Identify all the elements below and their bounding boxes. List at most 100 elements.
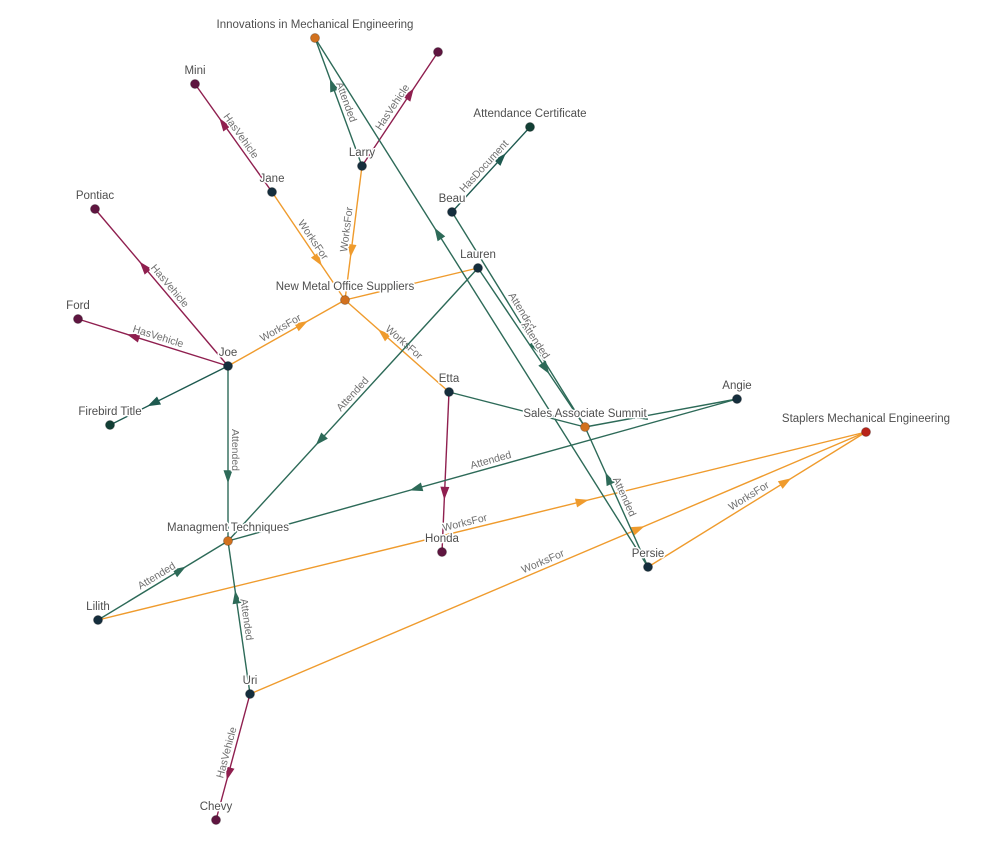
- node-lilith[interactable]: [93, 615, 103, 625]
- node-attendance-certificate[interactable]: [525, 122, 535, 132]
- edge-larry-innovations[interactable]: [314, 37, 363, 167]
- edge-arrow: [630, 526, 645, 536]
- edge-label-attended: Attended: [237, 598, 255, 641]
- edge-uri-chevy[interactable]: [215, 693, 251, 821]
- node-persie[interactable]: [643, 562, 653, 572]
- edge-arrow: [538, 360, 550, 374]
- node-summit[interactable]: [580, 422, 590, 432]
- node-mt[interactable]: [223, 536, 233, 546]
- edge-arrow: [147, 396, 162, 407]
- node-honda[interactable]: [437, 547, 447, 557]
- edge-arrow: [294, 320, 308, 332]
- edge-uri-staplers[interactable]: [249, 431, 867, 695]
- edge-larry-nmos[interactable]: [344, 165, 363, 301]
- edge-arrow: [528, 339, 540, 354]
- edge-arrow: [139, 261, 152, 275]
- node-jane[interactable]: [267, 187, 277, 197]
- node-label-lauren: Lauren: [460, 249, 496, 261]
- edge-arrow: [493, 153, 506, 166]
- node-label-honda: Honda: [425, 533, 459, 545]
- edge-joe-nmos[interactable]: [227, 299, 346, 367]
- node-label-persie: Persie: [632, 548, 665, 560]
- edge-arrow: [409, 482, 424, 492]
- edge-arrow: [315, 432, 328, 446]
- node-label-chevy: Chevy: [200, 801, 233, 813]
- node-label-nmos: New Metal Office Suppliers: [276, 281, 415, 293]
- node-label-jane: Jane: [260, 173, 285, 185]
- node-layer: Innovations in Mechanical EngineeringMin…: [65, 18, 952, 825]
- edge-arrow: [310, 252, 322, 266]
- edge-arrow: [329, 78, 339, 93]
- node-label-summit: Sales Associate Summit: [523, 408, 647, 420]
- node-ford[interactable]: [73, 314, 83, 324]
- edge-label-attended: Attended: [334, 375, 371, 414]
- node-larry-vehicle[interactable]: [433, 47, 443, 57]
- edge-arrow: [347, 243, 357, 258]
- edge-joe-pontiac[interactable]: [94, 208, 229, 367]
- node-label-pontiac: Pontiac: [76, 190, 115, 202]
- edge-joe-firebird-title[interactable]: [109, 365, 229, 426]
- node-etta[interactable]: [444, 387, 454, 397]
- node-label-innovations: Innovations in Mechanical Engineering: [217, 19, 414, 31]
- edge-angie-summit[interactable]: [584, 398, 738, 428]
- edge-arrow: [387, 282, 402, 292]
- edge-angie-mt[interactable]: [227, 398, 738, 542]
- edge-arrow: [440, 486, 450, 500]
- node-joe[interactable]: [223, 361, 233, 371]
- edge-larry-larry-vehicle[interactable]: [361, 51, 439, 167]
- edge-lauren-summit[interactable]: [477, 267, 586, 428]
- edge-uri-mt[interactable]: [227, 540, 251, 695]
- edge-jane-mini[interactable]: [194, 83, 273, 193]
- node-label-beau: Beau: [439, 193, 466, 205]
- node-nmos[interactable]: [340, 295, 350, 305]
- node-label-firebird-title: Firebird Title: [78, 406, 141, 418]
- edge-etta-nmos[interactable]: [344, 299, 450, 393]
- node-label-ford: Ford: [66, 300, 90, 312]
- edge-label-worksfor: WorksFor: [727, 479, 772, 513]
- node-beau[interactable]: [447, 207, 457, 217]
- edge-etta-summit[interactable]: [448, 391, 586, 428]
- edge-arrow: [605, 472, 615, 487]
- node-label-mini: Mini: [184, 65, 205, 77]
- edge-label-worksfor: WorksFor: [383, 323, 425, 362]
- node-firebird-title[interactable]: [105, 420, 115, 430]
- edge-persie-summit[interactable]: [584, 426, 649, 568]
- edge-arrow: [527, 408, 542, 417]
- edge-lauren-nmos[interactable]: [344, 267, 479, 301]
- edge-persie-innovations[interactable]: [314, 37, 649, 568]
- edge-lilith-mt[interactable]: [97, 540, 229, 621]
- node-label-staplers: Staplers Mechanical Engineering: [782, 413, 950, 425]
- edge-label-worksfor: WorksFor: [295, 218, 331, 263]
- node-mini[interactable]: [190, 79, 200, 89]
- node-label-angie: Angie: [722, 380, 751, 392]
- node-angie[interactable]: [732, 394, 742, 404]
- edge-arrow: [574, 498, 589, 508]
- node-uri[interactable]: [245, 689, 255, 699]
- node-larry[interactable]: [357, 161, 367, 171]
- node-label-joe: Joe: [219, 347, 238, 359]
- edge-arrow: [219, 118, 231, 132]
- node-label-larry: Larry: [349, 147, 375, 159]
- edge-arrow: [232, 590, 242, 605]
- edge-beau-summit[interactable]: [451, 211, 586, 428]
- edge-arrow: [172, 566, 186, 578]
- edge-joe-ford[interactable]: [77, 318, 229, 367]
- node-lauren[interactable]: [473, 263, 483, 273]
- edge-jane-nmos[interactable]: [271, 191, 346, 301]
- edge-persie-staplers[interactable]: [647, 431, 867, 568]
- edge-lilith-staplers[interactable]: [97, 431, 867, 621]
- node-innovations[interactable]: [310, 33, 320, 43]
- edge-arrow: [225, 766, 235, 781]
- edge-etta-honda[interactable]: [441, 391, 450, 553]
- edge-arrow: [634, 411, 648, 420]
- node-staplers[interactable]: [861, 427, 871, 437]
- edge-arrow: [402, 88, 414, 102]
- edge-beau-attendance-certificate[interactable]: [451, 126, 531, 213]
- node-chevy[interactable]: [211, 815, 221, 825]
- edge-arrow: [434, 227, 446, 242]
- edge-label-hasdocument: HasDocument: [457, 138, 511, 195]
- node-label-lilith: Lilith: [86, 601, 110, 613]
- edge-lauren-mt[interactable]: [227, 267, 479, 542]
- node-pontiac[interactable]: [90, 204, 100, 214]
